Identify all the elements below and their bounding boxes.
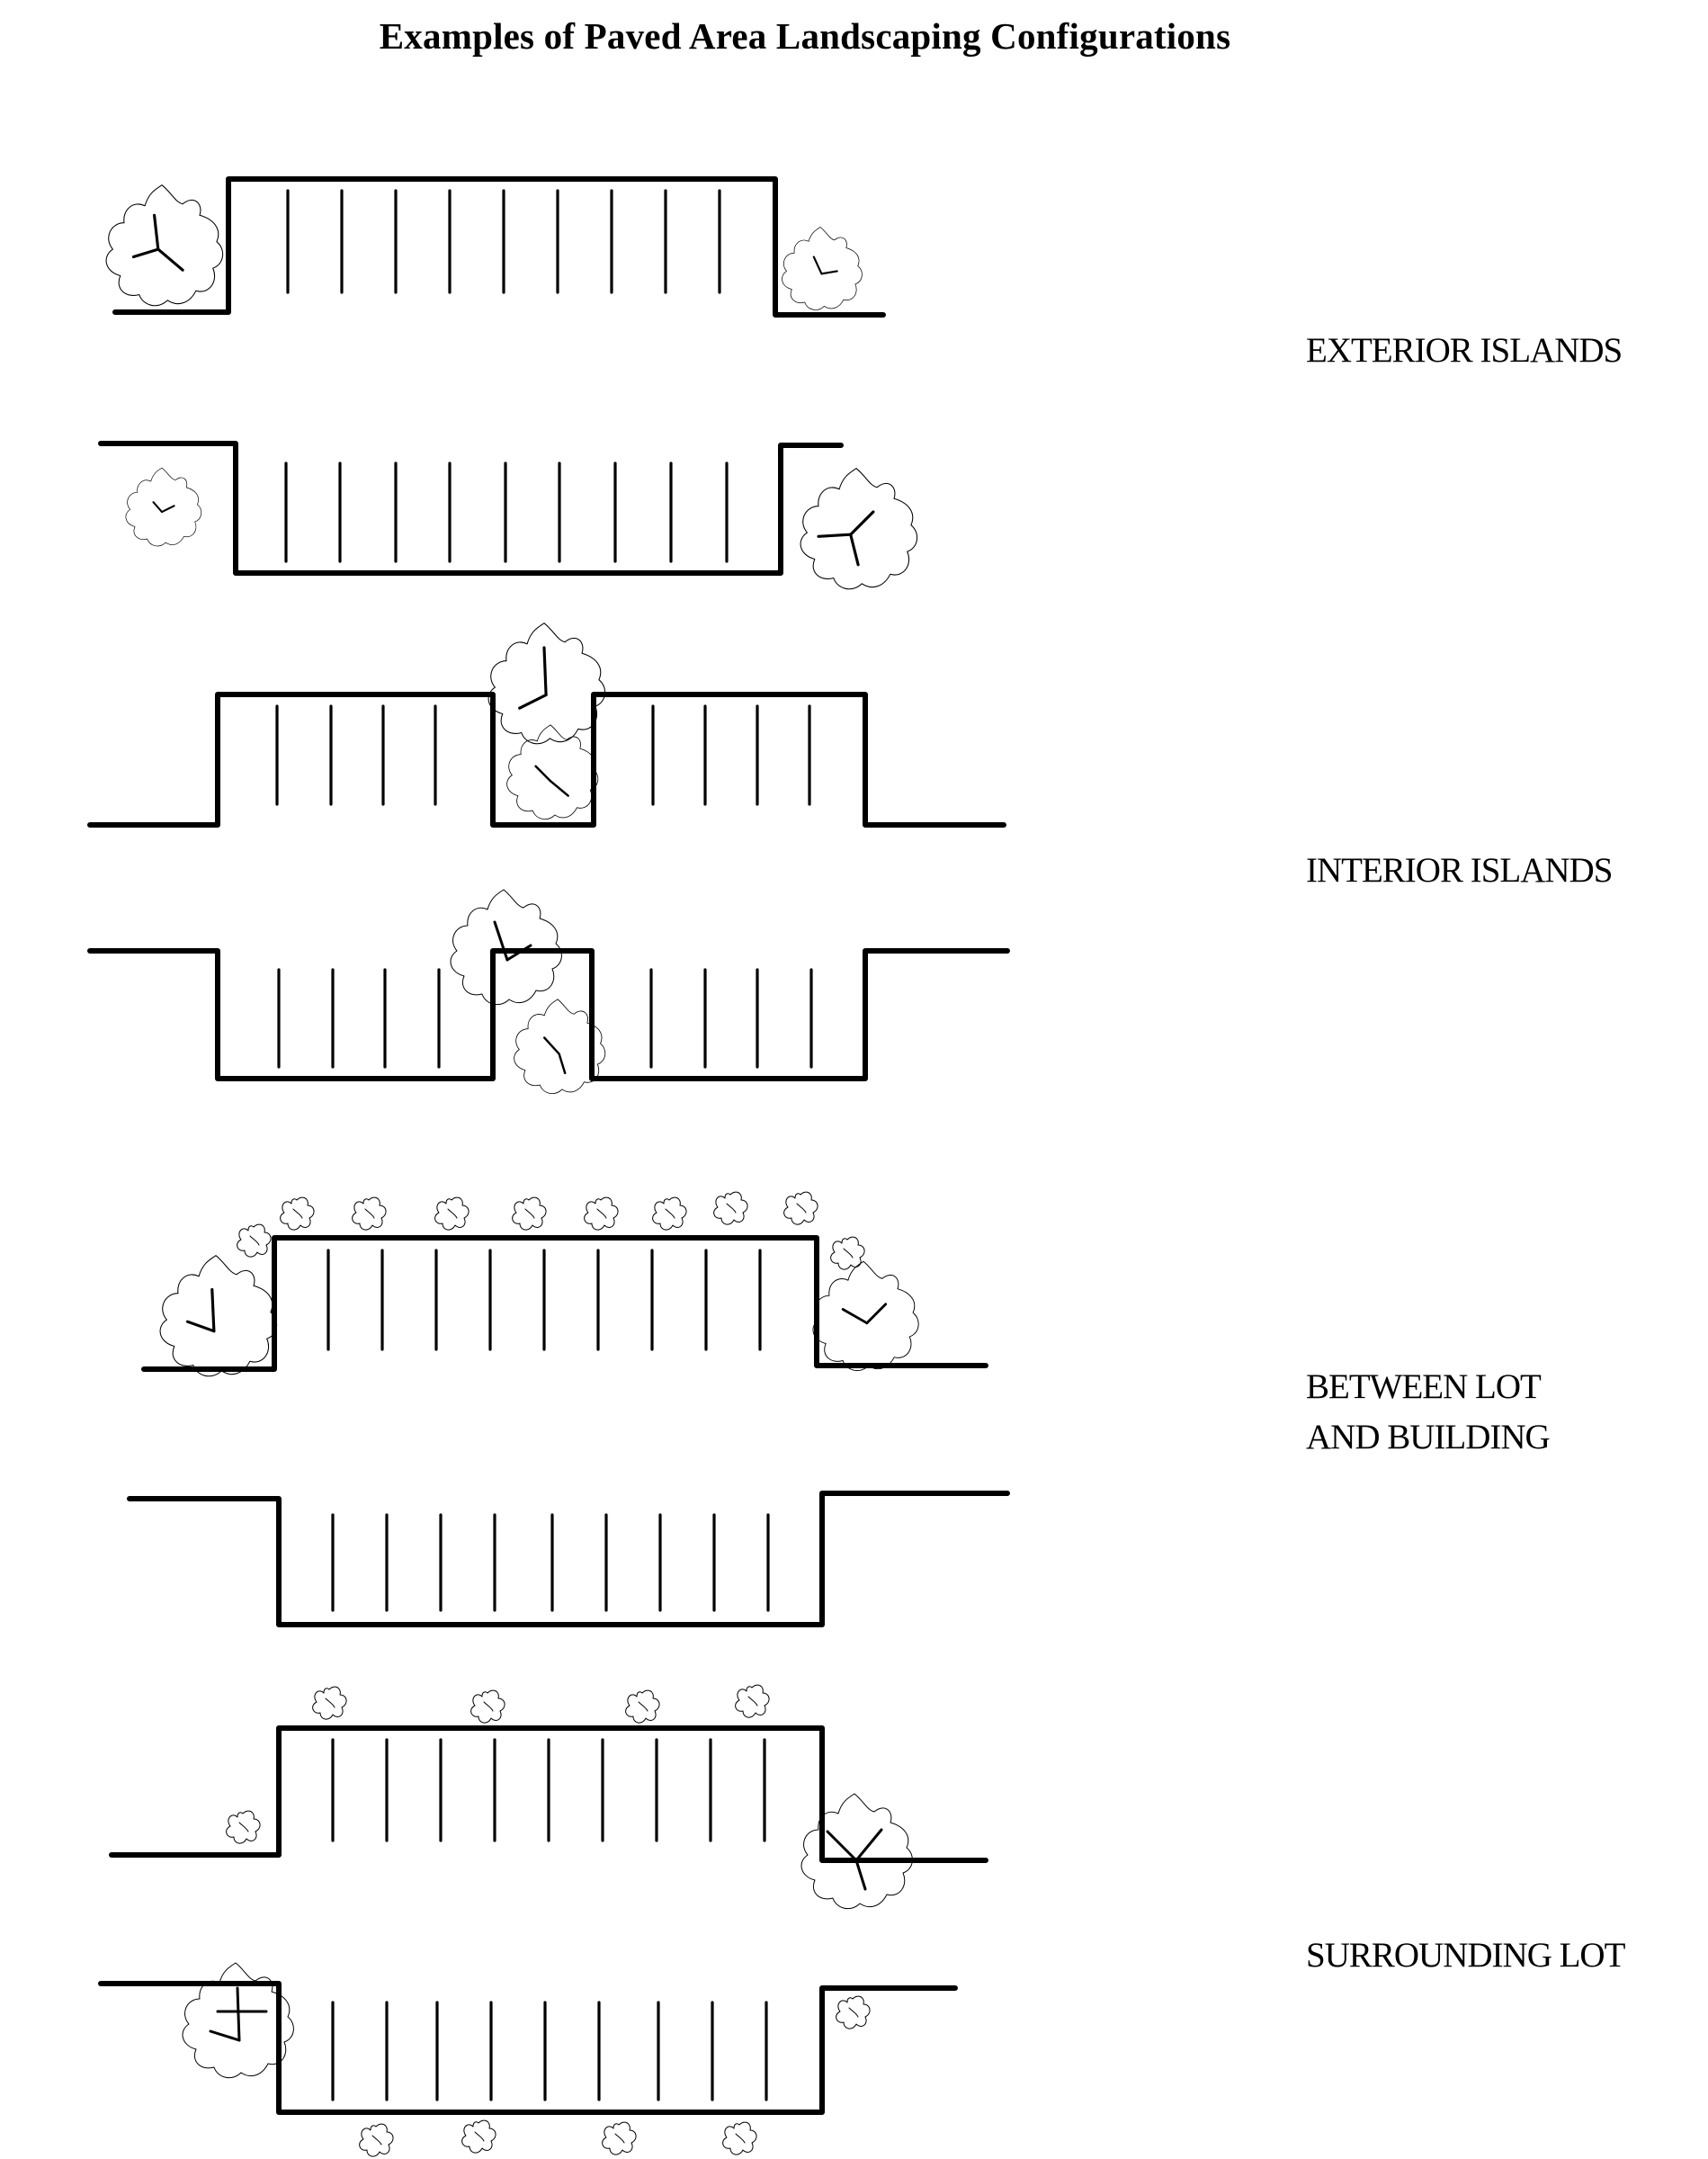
shrub-icon — [312, 1686, 347, 1720]
tree-icon — [506, 724, 599, 820]
lot-interior-1 — [87, 623, 1006, 828]
tree-icon — [800, 468, 918, 590]
tree-icon — [159, 1255, 278, 1377]
label-surrounding-lot: SURROUNDING LOT — [1306, 1936, 1625, 1975]
label-between-line-2: AND BUILDING — [1306, 1418, 1551, 1456]
shrub-icon — [735, 1684, 770, 1718]
shrub-icon — [352, 1196, 387, 1231]
shrub-icon — [359, 2123, 394, 2157]
tree-icon — [514, 999, 606, 1094]
label-exterior-islands: EXTERIOR ISLANDS — [1306, 331, 1623, 370]
lot-surrounding-1 — [109, 1684, 988, 1910]
tree-icon — [125, 467, 202, 547]
tree-icon — [105, 184, 224, 307]
shrub-icon — [783, 1191, 818, 1225]
lot-exterior-2 — [98, 441, 918, 590]
shrub-icon — [512, 1196, 547, 1231]
lot-between-2 — [127, 1491, 1010, 1627]
page-title: Examples of Paved Area Landscaping Confi… — [379, 15, 1231, 57]
tree-icon — [450, 889, 562, 1006]
shrub-icon — [280, 1196, 315, 1231]
shrub-icon — [713, 1191, 748, 1225]
shrub-icon — [625, 1689, 660, 1724]
shrub-icon — [722, 2121, 757, 2155]
shrub-icon — [602, 2121, 637, 2155]
shrub-icon — [237, 1223, 272, 1258]
label-interior-islands: INTERIOR ISLANDS — [1306, 851, 1613, 890]
shrub-icon — [461, 2119, 496, 2154]
tree-icon — [800, 1793, 913, 1910]
label-between-lot-and-building: BETWEEN LOT AND BUILDING — [1306, 1362, 1551, 1463]
shrub-icon — [836, 1995, 871, 2029]
shrub-icon — [226, 1810, 261, 1844]
lot-exterior-1 — [105, 176, 886, 318]
lot-between-1 — [141, 1191, 988, 1377]
shrub-icon — [434, 1196, 469, 1231]
shrub-icon — [470, 1689, 505, 1724]
tree-icon — [812, 1260, 919, 1372]
lot-interior-2 — [87, 889, 1010, 1094]
lot-surrounding-2 — [98, 1962, 958, 2157]
label-between-line-1: BETWEEN LOT — [1306, 1367, 1542, 1406]
shrub-icon — [652, 1196, 687, 1231]
shrub-icon — [584, 1196, 619, 1231]
tree-icon — [182, 1962, 294, 2079]
tree-icon — [782, 227, 863, 310]
tree-icon — [487, 623, 606, 745]
